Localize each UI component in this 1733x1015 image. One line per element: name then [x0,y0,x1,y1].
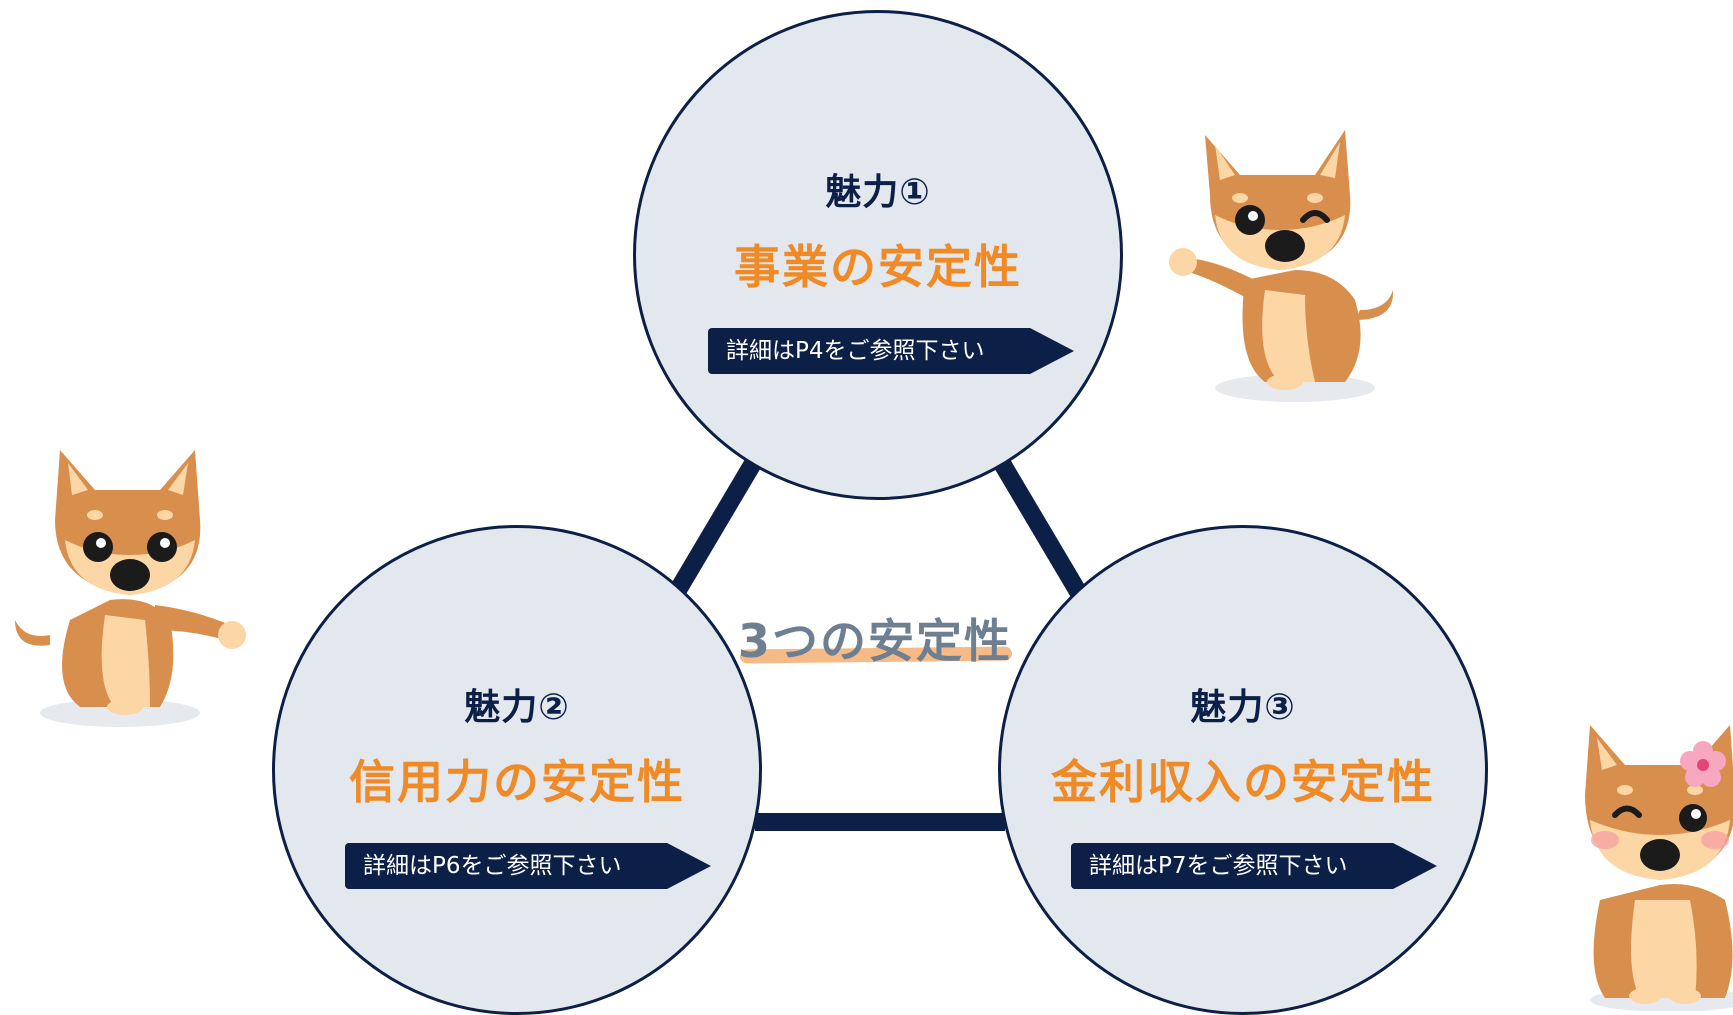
charm-3-label: 魅力③ [1190,687,1296,728]
charm-3-detail-button[interactable]: 詳細はP7をご参照下さい [1071,843,1437,889]
charm-1-label: 魅力① [825,172,931,213]
shiba-dog-waving-left-icon [15,450,246,727]
charm-2-label: 魅力② [464,687,570,728]
charm-1-detail-button[interactable]: 詳細はP4をご参照下さい [708,328,1074,374]
charm-2-title: 信用力の安定性 [349,755,685,809]
charm-3-title: 金利収入の安定性 [1051,755,1435,809]
connector-top-right [992,455,1088,600]
charm-1-title: 事業の安定性 [734,240,1022,294]
connector-top-left [667,455,763,600]
shiba-dog-with-flower-icon [1585,725,1733,1011]
shiba-dog-waving-right-icon [1169,130,1394,402]
center-title: 3つの安定性 [737,614,1012,668]
charm-circle-1: 魅力① 事業の安定性 詳細はP4をご参照下さい [633,10,1123,500]
charm-circle-3: 魅力③ 金利収入の安定性 詳細はP7をご参照下さい [998,525,1488,1015]
charm-circle-2: 魅力② 信用力の安定性 詳細はP6をご参照下さい [272,525,762,1015]
charm-2-detail-button[interactable]: 詳細はP6をご参照下さい [345,843,711,889]
